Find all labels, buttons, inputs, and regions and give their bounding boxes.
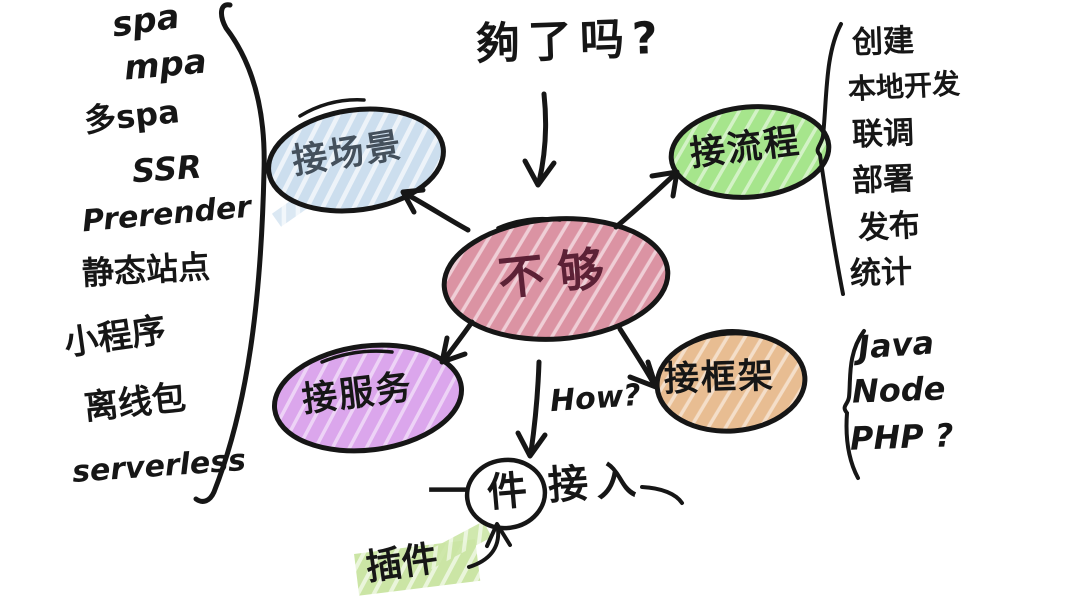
- plugin-highlight-streak: [419, 521, 492, 571]
- list-item-create: 创建: [851, 22, 915, 62]
- question-title: 夠了吗?: [475, 12, 667, 71]
- arrow-center-to-framework: [617, 326, 659, 390]
- list-item-static-site: 静态站点: [81, 247, 211, 293]
- list-item-local-dev: 本地开发: [847, 67, 961, 106]
- jian-circle: [464, 457, 548, 531]
- plugin-annotation: 插件: [363, 538, 441, 589]
- list-item-offline-pkg: 离线包: [82, 377, 188, 429]
- list-item-stats: 统计: [849, 253, 913, 293]
- process-node-blob: [668, 104, 832, 200]
- how-annotation: How?: [548, 377, 642, 420]
- service-node-blob: [271, 342, 465, 454]
- list-item-joint-debug: 联调: [851, 114, 915, 154]
- jieru-tail-stroke: [640, 485, 684, 505]
- list-item-node: Node: [851, 369, 947, 411]
- arrow-center-to-scene: [400, 187, 471, 233]
- list-item-ssr: SSR: [130, 147, 203, 191]
- list-item-release: 发布: [857, 207, 921, 247]
- solution-part-jian: 件: [485, 467, 529, 517]
- list-item-php: PHP ?: [849, 416, 955, 458]
- solution-part-jieru: 接入: [546, 456, 646, 510]
- framework-list-brace: [842, 329, 866, 480]
- center-node-label: 不够: [495, 239, 621, 307]
- arrow-plugin-up: [467, 522, 512, 569]
- list-item-java: Java: [856, 323, 936, 367]
- framework-node-label: 接框架: [663, 356, 776, 400]
- list-item-deploy: 部署: [851, 160, 915, 200]
- arrow-how-down: [515, 359, 548, 459]
- list-item-mpa: mpa: [122, 41, 209, 89]
- arrow-center-to-service: [439, 319, 475, 365]
- scene-node-blob: [266, 106, 446, 214]
- process-list-brace: [815, 22, 845, 296]
- list-item-multi-spa: 多spa: [82, 92, 182, 140]
- left-list-brace: [193, 2, 267, 504]
- solution-part-one: 一: [428, 469, 468, 515]
- arrow-center-to-process: [613, 169, 680, 230]
- overdraw-arcs: [298, 98, 759, 364]
- list-item-spa: spa: [109, 0, 182, 46]
- arrow-question-to-center: [522, 91, 557, 188]
